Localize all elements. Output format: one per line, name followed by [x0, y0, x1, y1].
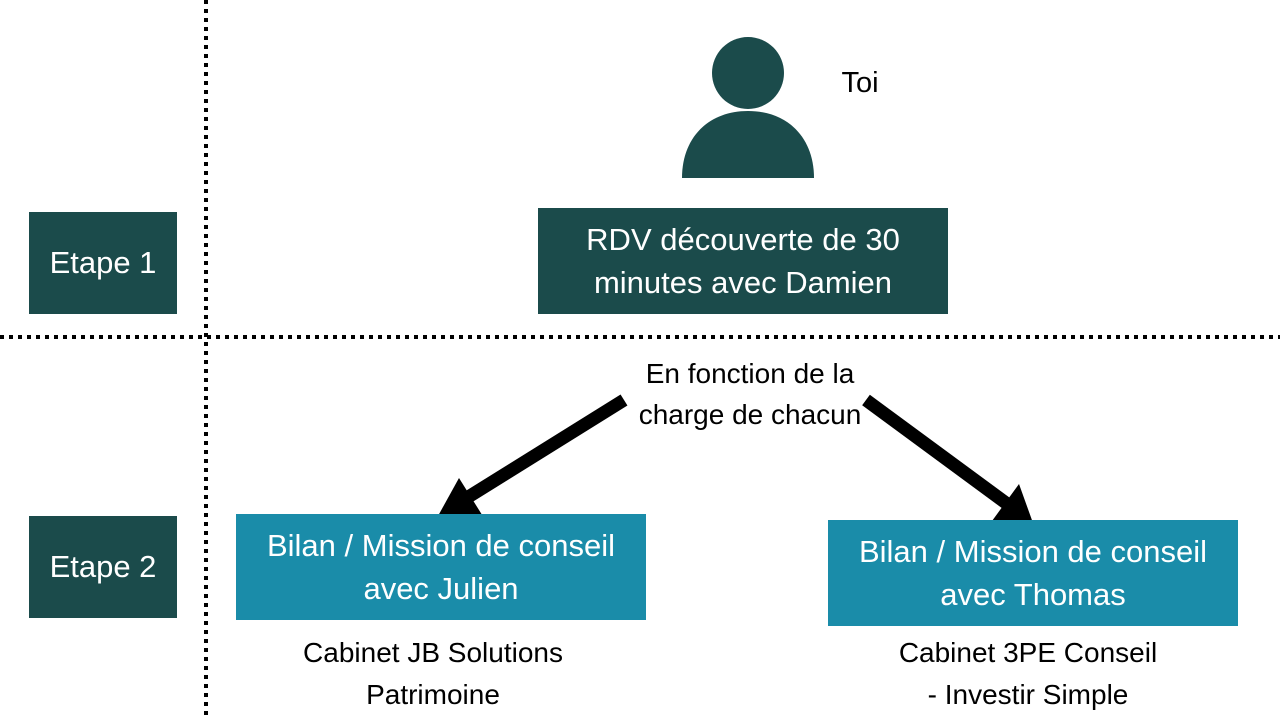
firm-thomas-line-1: Cabinet 3PE Conseil	[898, 637, 1158, 668]
discovery-line-2: minutes avec Damien	[593, 265, 893, 300]
option-box-julien: Bilan / Mission de conseil avec Julien	[236, 514, 646, 620]
arrow-to-julien	[438, 394, 628, 518]
option-julien-line-2: avec Julien	[363, 571, 519, 606]
step-1-text: Etape 1	[49, 245, 157, 281]
firm-caption-julien: Cabinet JB Solutions Patrimoine	[240, 632, 626, 716]
option-thomas-line-1: Bilan / Mission de conseil	[858, 533, 1208, 569]
discovery-meeting-box: RDV découverte de 30 minutes avec Damien	[538, 208, 948, 314]
firm-thomas-line-2: - Investir Simple	[927, 679, 1129, 710]
discovery-line-1: RDV découverte de 30	[586, 221, 900, 257]
horizontal-dotted-divider	[0, 335, 1280, 339]
routing-note-line-1: En fonction de la	[645, 358, 855, 389]
routing-note: En fonction de la charge de chacun	[590, 354, 910, 435]
routing-note-line-2: charge de chacun	[638, 398, 862, 430]
option-box-thomas: Bilan / Mission de conseil avec Thomas	[828, 520, 1238, 626]
step-1-label: Etape 1	[29, 212, 177, 314]
firm-caption-thomas: Cabinet 3PE Conseil - Investir Simple	[835, 632, 1221, 716]
step-2-text: Etape 2	[49, 549, 157, 585]
firm-julien-line-2: Patrimoine	[366, 679, 500, 710]
arrow-to-thomas	[862, 394, 1033, 523]
person-icon	[682, 37, 814, 178]
step-2-label: Etape 2	[29, 516, 177, 618]
vertical-dotted-divider	[204, 0, 208, 720]
option-thomas-line-2: avec Thomas	[940, 577, 1126, 612]
person-label: Toi	[841, 67, 879, 99]
firm-julien-line-1: Cabinet JB Solutions	[303, 637, 563, 668]
option-julien-line-1: Bilan / Mission de conseil	[266, 527, 616, 563]
